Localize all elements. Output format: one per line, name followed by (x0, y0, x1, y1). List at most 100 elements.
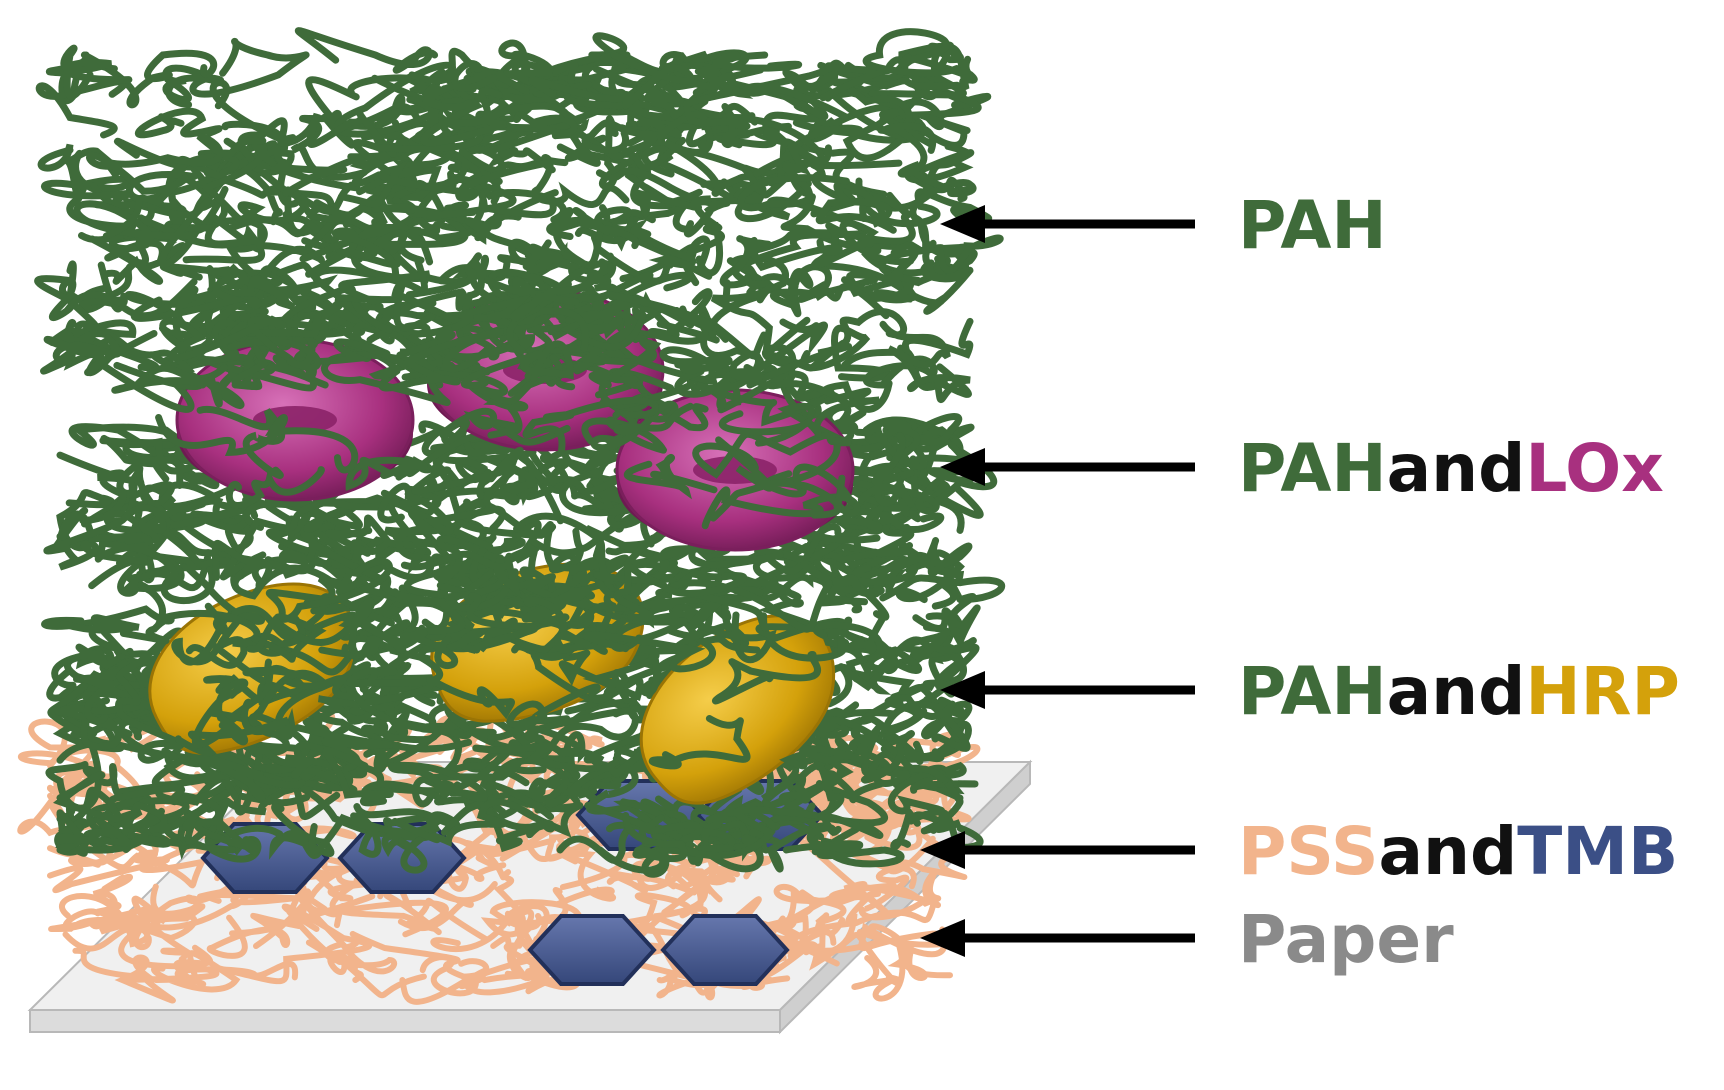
arrow-pss-tmb (920, 831, 1195, 869)
pah-strand (391, 798, 534, 847)
label-pss-and-tmb: PSSandTMB (1238, 819, 1678, 885)
pss-strand (295, 890, 398, 975)
pah-strand (59, 614, 140, 658)
pah-strand (582, 642, 660, 704)
pah-strand (337, 159, 554, 208)
pah-strand (285, 302, 421, 376)
pss-strand (173, 944, 298, 983)
label-lox-text: LOx (1525, 430, 1664, 507)
pah-strand (182, 777, 257, 845)
pah-strand (782, 813, 884, 854)
pah-strand (292, 497, 371, 596)
pah-strand (812, 621, 923, 674)
pah-strand (546, 271, 654, 336)
pah-strand (659, 346, 733, 376)
pah-strand (857, 432, 915, 508)
pah-strand (115, 650, 185, 750)
pah-strand (408, 47, 498, 93)
pah-strand (920, 234, 1004, 283)
pah-strand (43, 500, 207, 555)
pah-strand (709, 436, 807, 522)
pah-strand (294, 27, 439, 74)
pah-strand (710, 283, 811, 356)
pah-strand (558, 649, 644, 715)
pah-strand (881, 122, 968, 203)
label-paper: Paper (1238, 907, 1454, 973)
pah-strand (43, 330, 158, 376)
pah-strand (299, 227, 431, 305)
pah-strand (730, 235, 843, 276)
arrow-pah (940, 205, 1195, 243)
pah-strand (767, 339, 851, 408)
pah-strand (282, 211, 402, 269)
pah-strand (613, 561, 747, 622)
pah-strand (815, 180, 897, 234)
pah-strand (253, 745, 354, 789)
pah-strand (460, 340, 574, 389)
pah-strand (648, 715, 751, 770)
pah-strand (35, 77, 129, 139)
pah-strand (755, 616, 865, 643)
pah-strand (638, 822, 734, 878)
pah-strand (268, 803, 335, 860)
pah-strand (237, 131, 348, 183)
pah-strand (134, 107, 223, 139)
pah-strand (836, 583, 890, 656)
pah-strand (60, 44, 133, 100)
pah-strand (683, 66, 747, 149)
pah-strand (809, 159, 912, 219)
pah-strand (318, 619, 411, 660)
pah-strand (511, 636, 617, 704)
pah-strand (778, 769, 884, 816)
pss-strand (410, 862, 507, 904)
label-pah-text: PAH (1238, 653, 1387, 730)
pah-strand (509, 258, 608, 323)
pah-strand (842, 108, 934, 162)
pah-strand (674, 350, 762, 411)
pah-strand (364, 674, 516, 720)
pah-strand (353, 803, 460, 874)
pah-strand (196, 405, 286, 479)
pah-strand (194, 800, 260, 856)
label-pah-and-hrp: PAHandHRP (1238, 659, 1680, 725)
arrows (920, 205, 1195, 957)
pah-strand (130, 263, 249, 322)
pss-strand (516, 826, 616, 907)
pss-strand (211, 903, 373, 985)
pah-strand (268, 591, 401, 655)
pah-strand (737, 142, 850, 212)
pah-strand (792, 463, 856, 519)
pah-strand (572, 206, 640, 250)
pah-strand (813, 521, 915, 588)
pah-strand (155, 414, 359, 474)
pah-strand (373, 201, 469, 255)
pah-strand (729, 318, 829, 383)
pss-strand (652, 837, 748, 890)
pah-strand (56, 809, 131, 847)
pah-strand (398, 328, 504, 389)
pah-strand (345, 456, 428, 491)
pah-strand (440, 592, 538, 654)
pah-strand (546, 206, 617, 285)
pss-strand (151, 950, 241, 993)
pah-strand (100, 434, 214, 489)
pah-strand (211, 319, 269, 391)
pss-strand (430, 869, 526, 952)
pah-strand (810, 213, 916, 270)
pah-strand (294, 514, 393, 569)
pah-strand (219, 499, 394, 581)
pah-strand (528, 51, 695, 110)
pah-strand (411, 447, 524, 500)
pah-strand-layer-top (34, 27, 1004, 413)
pah-strand (596, 812, 688, 874)
pah-strand (841, 320, 951, 369)
pah-strand (907, 363, 972, 403)
label-pah-and-lox: PAHandLOx (1238, 436, 1664, 502)
pah-strand (884, 693, 971, 752)
pah-strand (437, 407, 521, 445)
pah-strand (203, 674, 298, 703)
pah-strand (211, 539, 273, 600)
pah-strand (308, 812, 382, 858)
pss-strand (72, 947, 176, 1004)
